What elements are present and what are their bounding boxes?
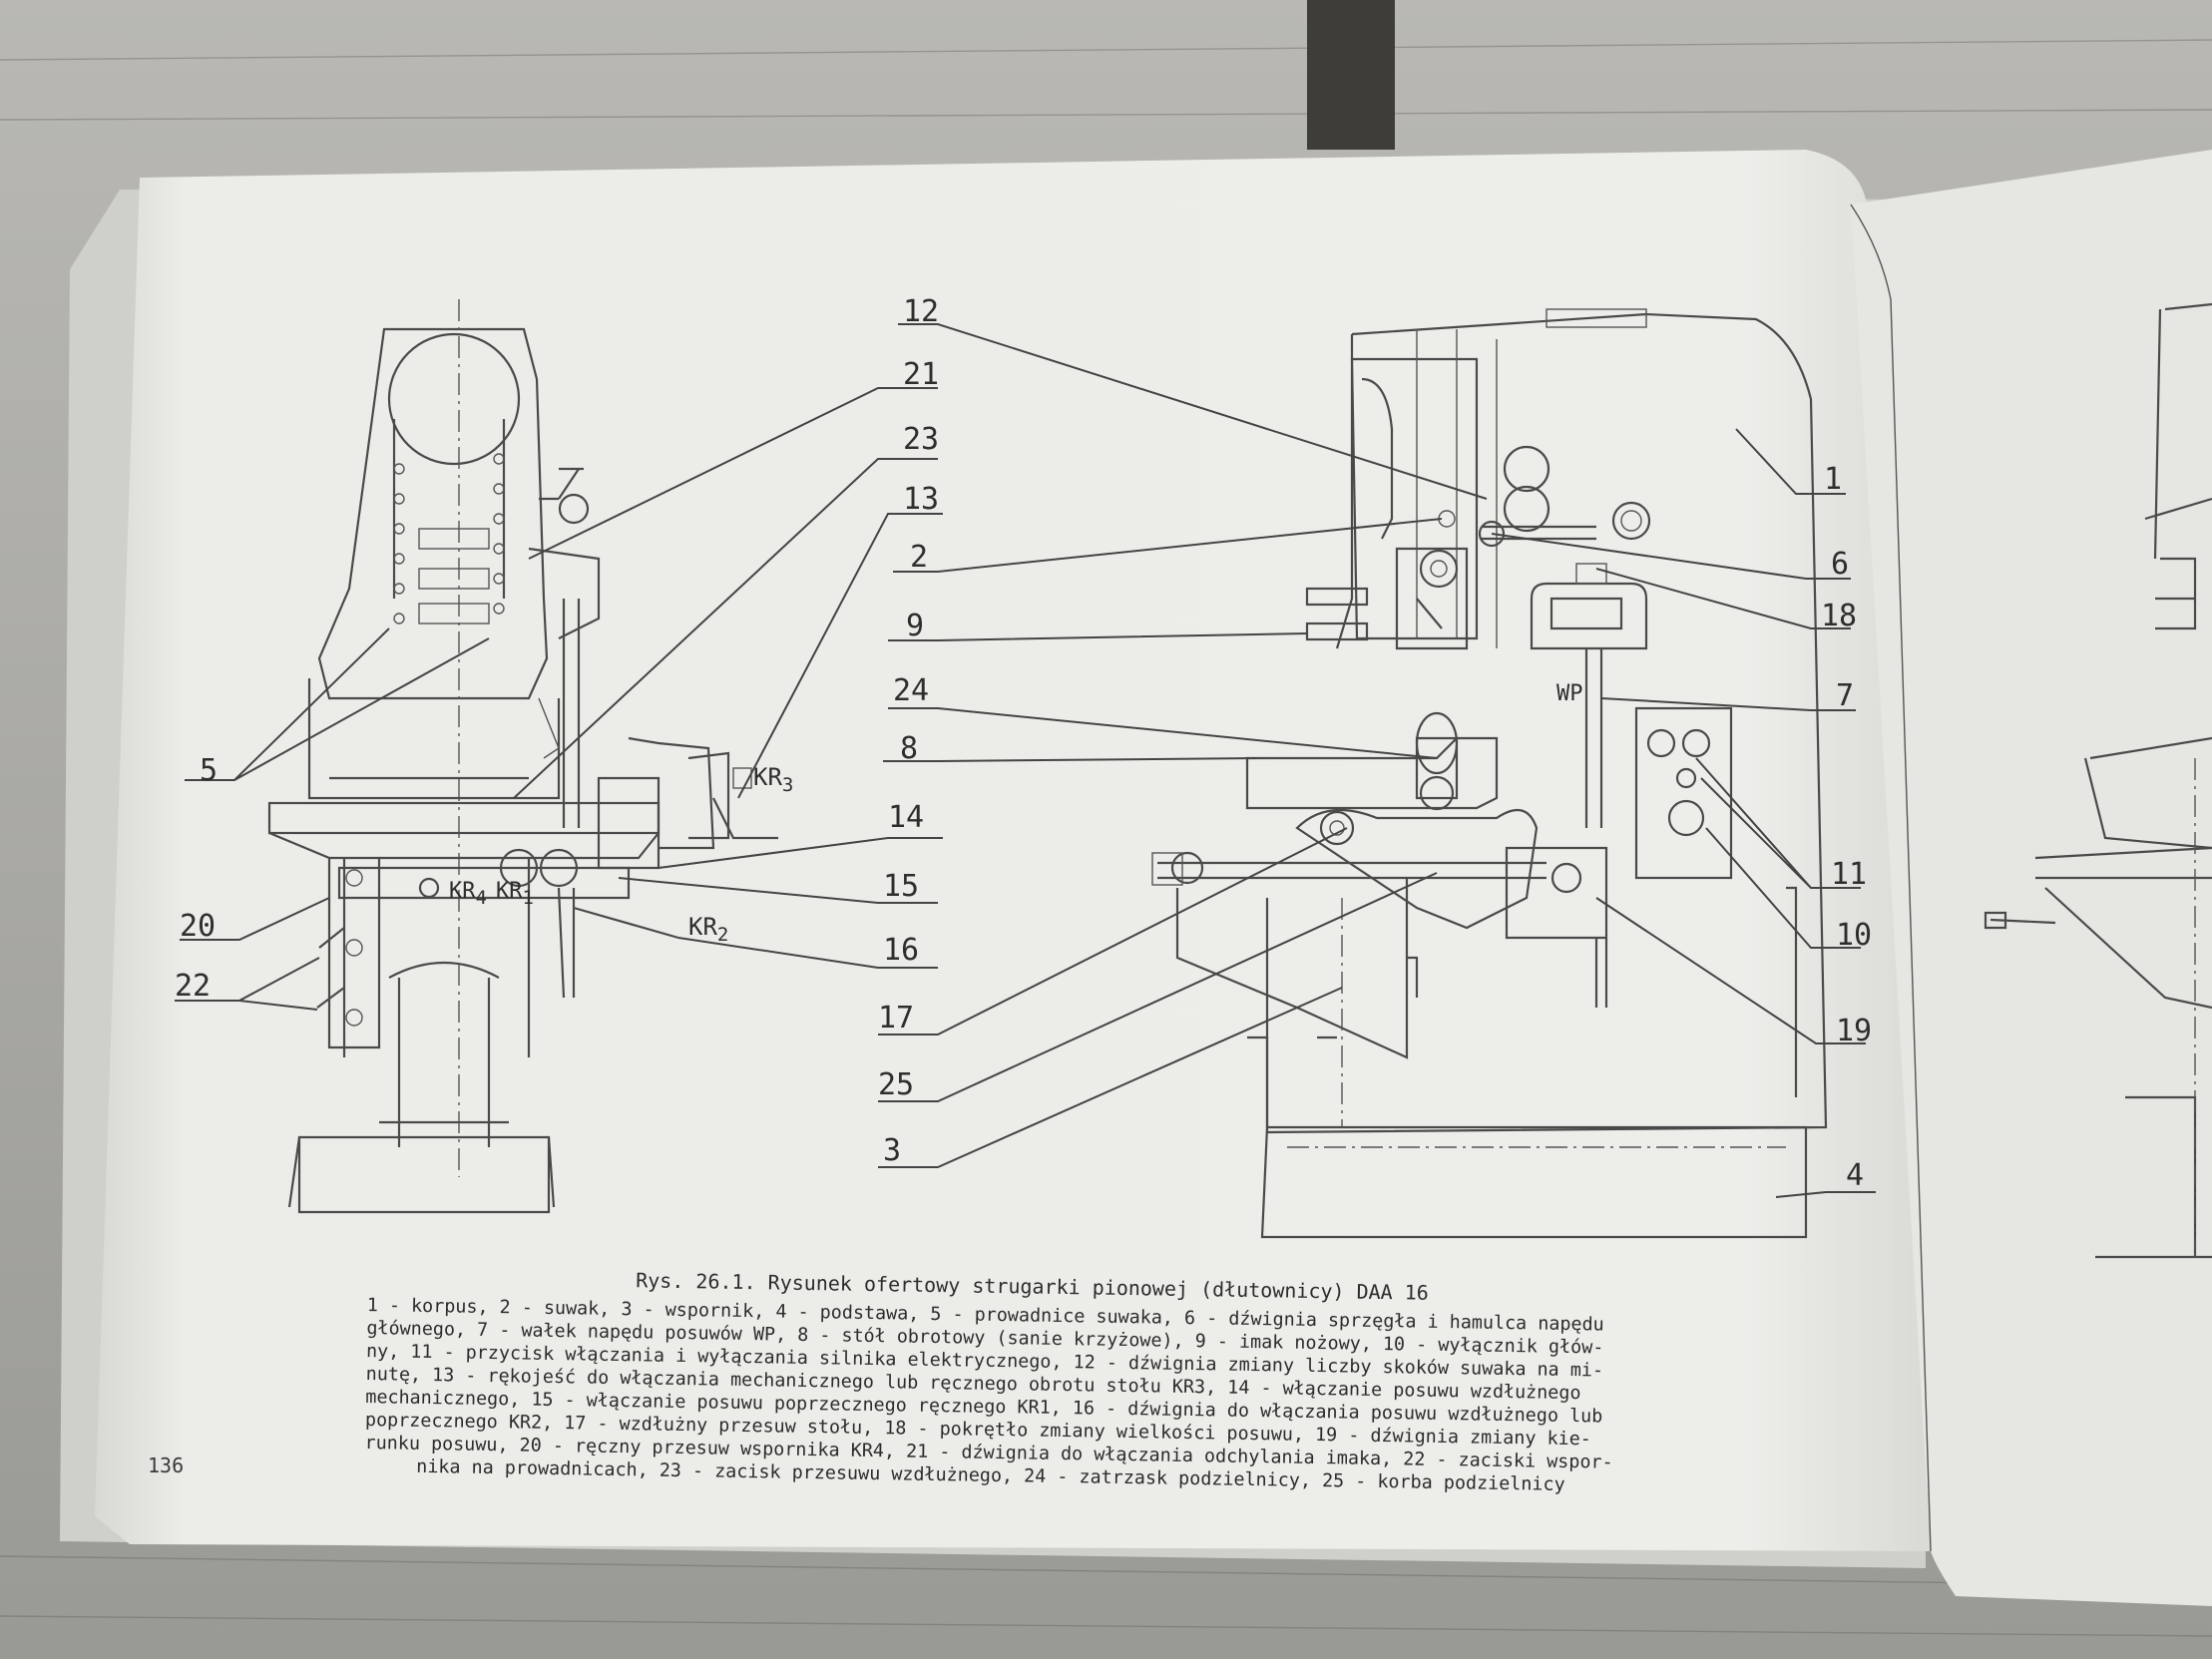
callout-15: 15 <box>883 869 919 904</box>
callout-19: 19 <box>1836 1014 1872 1048</box>
dark-strap <box>1307 0 1395 150</box>
callout-10: 10 <box>1836 918 1872 953</box>
leader-lines <box>175 323 1876 1198</box>
callout-17: 17 <box>878 1001 914 1036</box>
callout-1: 1 <box>1824 462 1842 497</box>
callout-25: 25 <box>878 1067 914 1102</box>
callout-21: 21 <box>903 357 939 392</box>
book-gutter <box>1850 204 1932 1552</box>
mark-kr4: KR4 <box>449 879 487 909</box>
callout-20: 20 <box>180 909 216 944</box>
callout-labels-left: 5 20 22 21 23 13 2 9 24 8 14 15 16 17 25… <box>175 357 939 1168</box>
control-marks: KR3 KR4 KR1 KR2 WP <box>449 681 1583 946</box>
callout-23: 23 <box>903 422 939 457</box>
callout-22: 22 <box>175 969 211 1004</box>
callout-12: 12 <box>903 294 939 329</box>
callout-8: 8 <box>900 731 918 766</box>
callout-24: 24 <box>893 673 929 708</box>
desk-wood-grain <box>0 39 2212 1637</box>
page-number: 136 <box>148 1453 184 1477</box>
callout-4: 4 <box>1846 1158 1864 1193</box>
callout-6: 6 <box>1831 547 1849 582</box>
machine-side-view <box>267 299 778 1214</box>
mark-kr1: KR1 <box>496 879 534 909</box>
mark-kr3: KR3 <box>753 763 793 796</box>
callout-13: 13 <box>903 482 939 517</box>
callout-7: 7 <box>1836 678 1854 713</box>
callout-18: 18 <box>1821 599 1857 633</box>
callout-14: 14 <box>888 800 924 835</box>
partial-drawing-next-page <box>1984 302 2212 1259</box>
mark-kr2: KR2 <box>688 913 728 946</box>
callout-2: 2 <box>910 540 928 575</box>
callout-11: 11 <box>1831 857 1867 892</box>
callout-9: 9 <box>906 609 924 643</box>
callout-labels-right: 12 1 6 18 7 11 10 19 4 <box>903 294 1872 1193</box>
mark-wp: WP <box>1556 681 1583 706</box>
machine-front-view <box>1151 308 1828 1239</box>
callout-3: 3 <box>883 1133 901 1168</box>
callout-5: 5 <box>200 753 218 788</box>
callout-16: 16 <box>883 933 919 968</box>
right-page <box>1851 150 2212 1606</box>
